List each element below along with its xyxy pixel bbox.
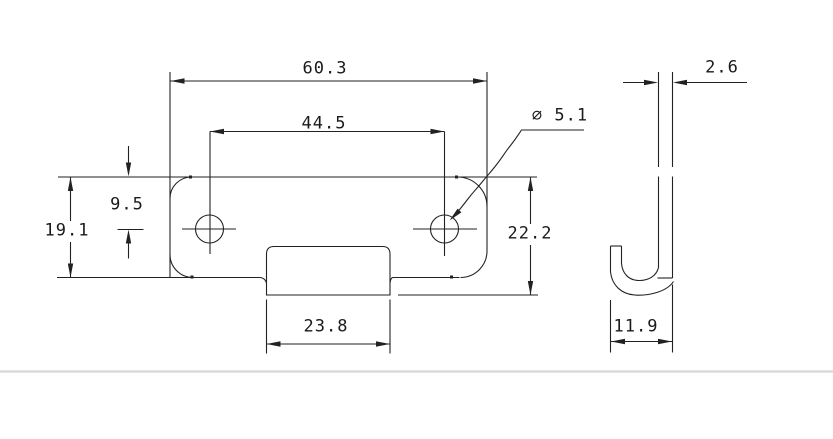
tab-right-fillet bbox=[389, 277, 393, 284]
arrow-left-icon bbox=[673, 79, 687, 86]
tab-left-fillet bbox=[260, 276, 268, 284]
dim-label-hole-diameter: ∅ 5.1 bbox=[531, 105, 589, 126]
arrow-left-icon bbox=[611, 338, 625, 345]
corner-arc-top-left bbox=[169, 176, 192, 199]
dim-total-height-lines bbox=[398, 177, 538, 296]
dim-hole-spacing-lines bbox=[210, 128, 445, 135]
arrow-right-icon bbox=[473, 78, 487, 84]
dim-label-overall-width: 60.3 bbox=[302, 58, 348, 79]
corner-arc-top-right bbox=[457, 176, 488, 207]
dim-label-tab-width: 23.8 bbox=[303, 316, 349, 337]
dim-thickness-lines bbox=[623, 79, 747, 86]
corner-arc-bottom-left bbox=[169, 254, 194, 279]
side-view-linework bbox=[609, 72, 674, 296]
dim-label-total-height: 22.2 bbox=[507, 223, 553, 244]
arrow-right-icon bbox=[658, 338, 672, 345]
dim-plate-height-lines bbox=[67, 177, 74, 278]
arrow-down-icon bbox=[125, 162, 132, 177]
hook-outer-curve bbox=[609, 271, 674, 296]
sketch-blob bbox=[450, 275, 453, 279]
dim-hook-width-lines bbox=[609, 284, 674, 353]
arrow-left-icon bbox=[210, 128, 224, 135]
dim-label-hook-width: 11.9 bbox=[613, 316, 659, 337]
arrow-up-icon bbox=[67, 177, 74, 191]
dim-label-edge-to-hole: 9.5 bbox=[110, 194, 144, 215]
arrow-down-icon bbox=[527, 281, 534, 295]
sketch-blob bbox=[190, 275, 194, 279]
tab-outline bbox=[265, 245, 391, 296]
arrow-right-icon bbox=[644, 79, 658, 86]
sketch-blob bbox=[189, 175, 192, 179]
dim-label-plate-height: 19.1 bbox=[44, 220, 90, 241]
dim-edge-to-hole-lines bbox=[117, 146, 144, 259]
hook-inner-curve bbox=[620, 263, 660, 282]
arrow-down-icon bbox=[67, 263, 74, 278]
arrow-right-icon bbox=[430, 128, 445, 135]
dim-tab-width-lines bbox=[265, 299, 391, 354]
front-view-linework bbox=[57, 72, 537, 296]
arrow-up-icon bbox=[125, 229, 132, 244]
arrow-right-icon bbox=[376, 341, 390, 347]
leader-line bbox=[455, 129, 584, 215]
dim-label-thickness: 2.6 bbox=[705, 57, 739, 78]
dim-overall-width-lines bbox=[170, 78, 487, 84]
hole-diameter-leader bbox=[449, 129, 584, 221]
arrow-left-icon bbox=[170, 78, 185, 84]
dim-label-hole-spacing: 44.5 bbox=[301, 113, 347, 134]
arrow-left-icon bbox=[266, 341, 281, 347]
corner-arc-bottom-right bbox=[460, 250, 488, 279]
arrow-up-icon bbox=[527, 177, 534, 191]
leader-arrow-icon bbox=[449, 208, 462, 221]
sketch-blob bbox=[455, 175, 458, 179]
